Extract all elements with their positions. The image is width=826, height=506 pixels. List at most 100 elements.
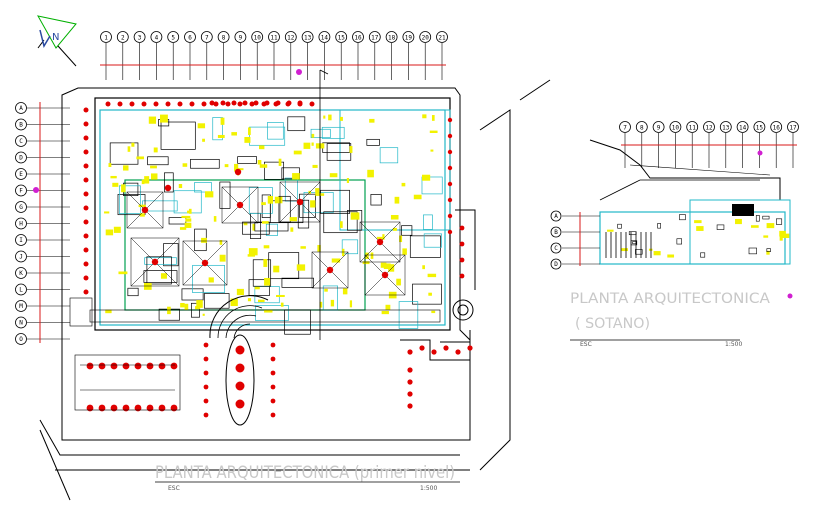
tree-icon — [83, 219, 89, 225]
tree-icon — [447, 197, 453, 203]
grid-bubble-row — [15, 300, 27, 312]
tree-icon — [170, 404, 178, 412]
grid-row-label: L — [19, 287, 23, 294]
tree-icon — [201, 101, 207, 107]
grid-bubble-row — [550, 226, 562, 238]
tree-icon — [455, 349, 461, 355]
grid-row-label: G — [19, 204, 23, 211]
tree-icon — [83, 233, 89, 239]
grid-col-label: 18 — [388, 35, 396, 42]
tree-icon — [213, 101, 219, 107]
tree-icon — [459, 257, 465, 263]
parking-lot — [69, 297, 181, 411]
tree-icon — [83, 191, 89, 197]
tree-icon — [203, 398, 209, 404]
tree-icon — [447, 165, 453, 171]
grid-col-label: 4 — [155, 35, 159, 42]
tree-icon — [249, 101, 255, 107]
grid-bubble-row — [550, 210, 562, 222]
grid-bubble-row — [15, 267, 27, 279]
grid-col-label: 12 — [705, 125, 713, 132]
north-label: N — [52, 32, 59, 43]
tree-icon — [203, 356, 209, 362]
tree-icon — [407, 403, 413, 409]
grid-bubble-row — [15, 234, 27, 246]
basement-title: PLANTA ARQUITECTONICA — [570, 291, 770, 307]
grid-bubble-row — [15, 250, 27, 263]
north-arrow: N — [37, 15, 77, 67]
grid-col-label: 19 — [405, 35, 413, 42]
tree-icon — [83, 135, 89, 141]
tree-icon — [286, 100, 292, 106]
room-partitions — [109, 116, 443, 335]
site-boundary — [39, 79, 551, 501]
grid-col-label: 8 — [640, 125, 644, 132]
tree-icon — [467, 345, 473, 351]
grid-row-label: N — [19, 320, 23, 327]
grid-bubble-col — [217, 31, 230, 43]
basement-subtitle: ( SOTANO) — [575, 316, 650, 332]
inner-zone — [124, 179, 366, 311]
grid-bubble-col — [301, 31, 314, 43]
grid-bubble-col — [753, 121, 766, 133]
tree-icon — [86, 404, 94, 412]
tree-icon — [203, 412, 209, 418]
tree-icon — [447, 117, 453, 123]
grid-bubble-row — [15, 333, 27, 345]
tree-icon — [98, 362, 106, 370]
grid-bubble-col — [635, 121, 648, 133]
grid-row-label: C — [19, 138, 23, 145]
grid-bubble-col — [787, 121, 799, 133]
tree-icon — [83, 247, 89, 253]
tree-icon — [447, 213, 453, 219]
grid-col-label: 7 — [623, 125, 627, 132]
tree-icon — [270, 412, 276, 418]
main-scale-left: ESC — [168, 485, 180, 492]
grid-row-label: D — [19, 155, 23, 162]
grid-bubble-col — [335, 31, 348, 43]
grid-bubble-col — [268, 31, 280, 43]
grid-bubble-col — [100, 31, 112, 43]
main-title-block: PLANTA ARQUITECTONICA (primer nivel) ESC… — [155, 463, 460, 492]
grid-col-label: 5 — [171, 35, 175, 42]
tree-icon — [459, 225, 465, 231]
grid-col-label: 7 — [205, 35, 209, 42]
tree-icon — [309, 101, 315, 107]
tree-icon — [122, 404, 130, 412]
grid-col-label: 12 — [287, 35, 295, 42]
grid-row-label: E — [19, 171, 23, 178]
tree-icon — [407, 349, 413, 355]
grid-row-label: M — [19, 303, 23, 310]
grid-col-label: 10 — [672, 125, 680, 132]
tree-icon — [165, 101, 171, 107]
tree-icon — [170, 362, 178, 370]
grid-bubble-col — [385, 31, 398, 43]
grid-col-label: 1 — [104, 35, 108, 42]
grid-col-label: 11 — [689, 125, 697, 132]
grid-bubble-col — [419, 31, 432, 43]
grid-col-label: 9 — [239, 35, 243, 42]
grid-bubble-col — [234, 31, 247, 43]
grid-col-label: 21 — [438, 35, 446, 42]
tree-icon — [459, 273, 465, 279]
tree-icon — [447, 181, 453, 187]
tree-icon — [220, 100, 226, 106]
tree-icon — [146, 404, 154, 412]
tree-icon — [431, 349, 437, 355]
grid-bubble-col — [284, 31, 297, 43]
tree-icon — [146, 362, 154, 370]
grid-bubble-row — [15, 316, 27, 329]
marker-icon — [33, 187, 39, 193]
grid-col-label: 2 — [121, 35, 125, 42]
grid-bubble-col — [318, 31, 331, 43]
marker-icon — [296, 69, 302, 75]
tree-icon — [203, 342, 209, 348]
grid-col-label: 11 — [270, 35, 278, 42]
tree-icon — [376, 238, 384, 246]
grid-col-label: 6 — [188, 35, 192, 42]
grid-row-label: A — [19, 105, 23, 112]
grid-col-label: 14 — [739, 125, 747, 132]
grid-bubble-col — [652, 121, 665, 133]
